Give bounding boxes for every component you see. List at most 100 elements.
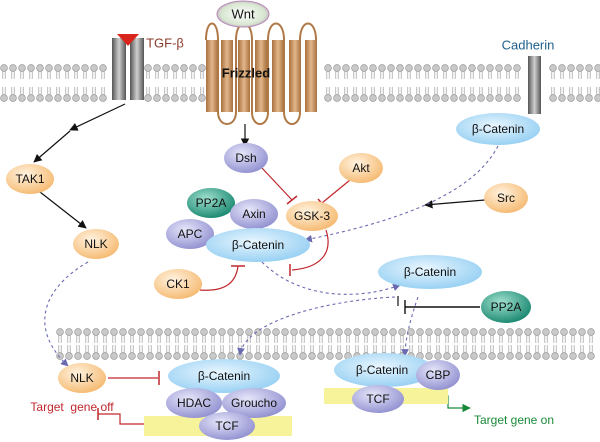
lipid-head [506,328,514,336]
lipid-head [371,328,379,336]
cbp-label: CBP [426,368,451,382]
lipid-tail [409,335,413,343]
lipid-head [254,352,262,360]
lipid-tail [155,87,159,95]
lipid-tail [551,71,555,79]
lipid-head [74,352,82,360]
lipid-tail [56,71,60,79]
lipid-tail [587,71,591,79]
nlk-label: NLK [84,237,107,251]
lipid-head [128,352,136,360]
lipid-tail [380,87,384,95]
lipid-tail [238,335,242,343]
lipid-head [542,352,550,360]
lipid-tail [461,87,465,95]
lipid-head [171,64,179,72]
lipid-head [236,328,244,336]
lipid-tail [220,345,224,353]
lipid-tail [391,335,395,343]
lipid-head [153,64,161,72]
lipid-tail [166,345,170,353]
lipid-head [450,94,458,102]
lipid-tail [29,71,33,79]
akt-label: Akt [352,161,370,175]
lipid-tail [344,71,348,79]
lipid-tail [175,345,179,353]
lipid-tail [101,71,105,79]
lipid-head [189,64,197,72]
lipid-tail [11,87,15,95]
frizzled-receptor [205,22,317,125]
lipid-tail [427,345,431,353]
lipid-tail [470,87,474,95]
lipid-head [495,64,503,72]
lipid-head [308,352,316,360]
lipid-head [477,94,485,102]
lipid-tail [85,335,89,343]
lipid-head [542,328,550,336]
lipid-tail [569,71,573,79]
nuclear-beta-catenin-off-node [168,359,280,393]
lipid-tail [589,335,593,343]
lipid-head [576,94,584,102]
pp2a-node [481,291,531,323]
lipid-tail [560,87,564,95]
lipid-head [137,328,145,336]
lipid-tail [488,71,492,79]
src-node [484,183,528,213]
lipid-tail [389,87,393,95]
lipid-tail [362,71,366,79]
lipid-head [227,352,235,360]
lipid-head [576,64,584,72]
cadherin-receptor [528,56,541,114]
lipid-tail [202,345,206,353]
lipid-tail [202,335,206,343]
lipid-tail [328,335,332,343]
lipid-tail [220,335,224,343]
lipid-tail [265,335,269,343]
lipid-tail [436,345,440,353]
lipid-head [56,352,64,360]
lipid-head [81,94,89,102]
lipid-tail [283,335,287,343]
lipid-tail [407,87,411,95]
dsh-node [224,143,268,173]
lipid-tail [535,335,539,343]
lipid-head [396,94,404,102]
lipid-head [110,328,118,336]
lipid-tail [229,345,233,353]
lipid-head [54,94,62,102]
lipid-tail [211,345,215,353]
lipid-head [461,328,469,336]
lipid-tail [517,345,521,353]
lipid-head [236,352,244,360]
lipid-head [0,94,8,102]
lipid-head [452,352,460,360]
lipid-head [488,352,496,360]
lipid-head [272,328,280,336]
lipid-head [533,352,541,360]
lipid-tail [38,71,42,79]
lipid-head [326,352,334,360]
lipid-tail [47,87,51,95]
pp2a-complex-label: PP2A [196,196,227,210]
lipid-head [101,352,109,360]
lipid-head [486,64,494,72]
lipid-head [398,328,406,336]
lipid-tail [353,71,357,79]
lipid-tail [515,87,519,95]
groucho-label: Groucho [231,396,277,410]
lipid-head [335,328,343,336]
lipid-head [308,328,316,336]
lipid-tail [292,335,296,343]
lipid-head [27,64,35,72]
lipid-head [299,352,307,360]
lipid-head [434,352,442,360]
lipid-head [425,352,433,360]
lipid-head [119,328,127,336]
lipid-tail [443,87,447,95]
lipid-tail [497,87,501,95]
lipid-tail [382,335,386,343]
lipid-tail [389,71,393,79]
lipid-tail [67,335,71,343]
